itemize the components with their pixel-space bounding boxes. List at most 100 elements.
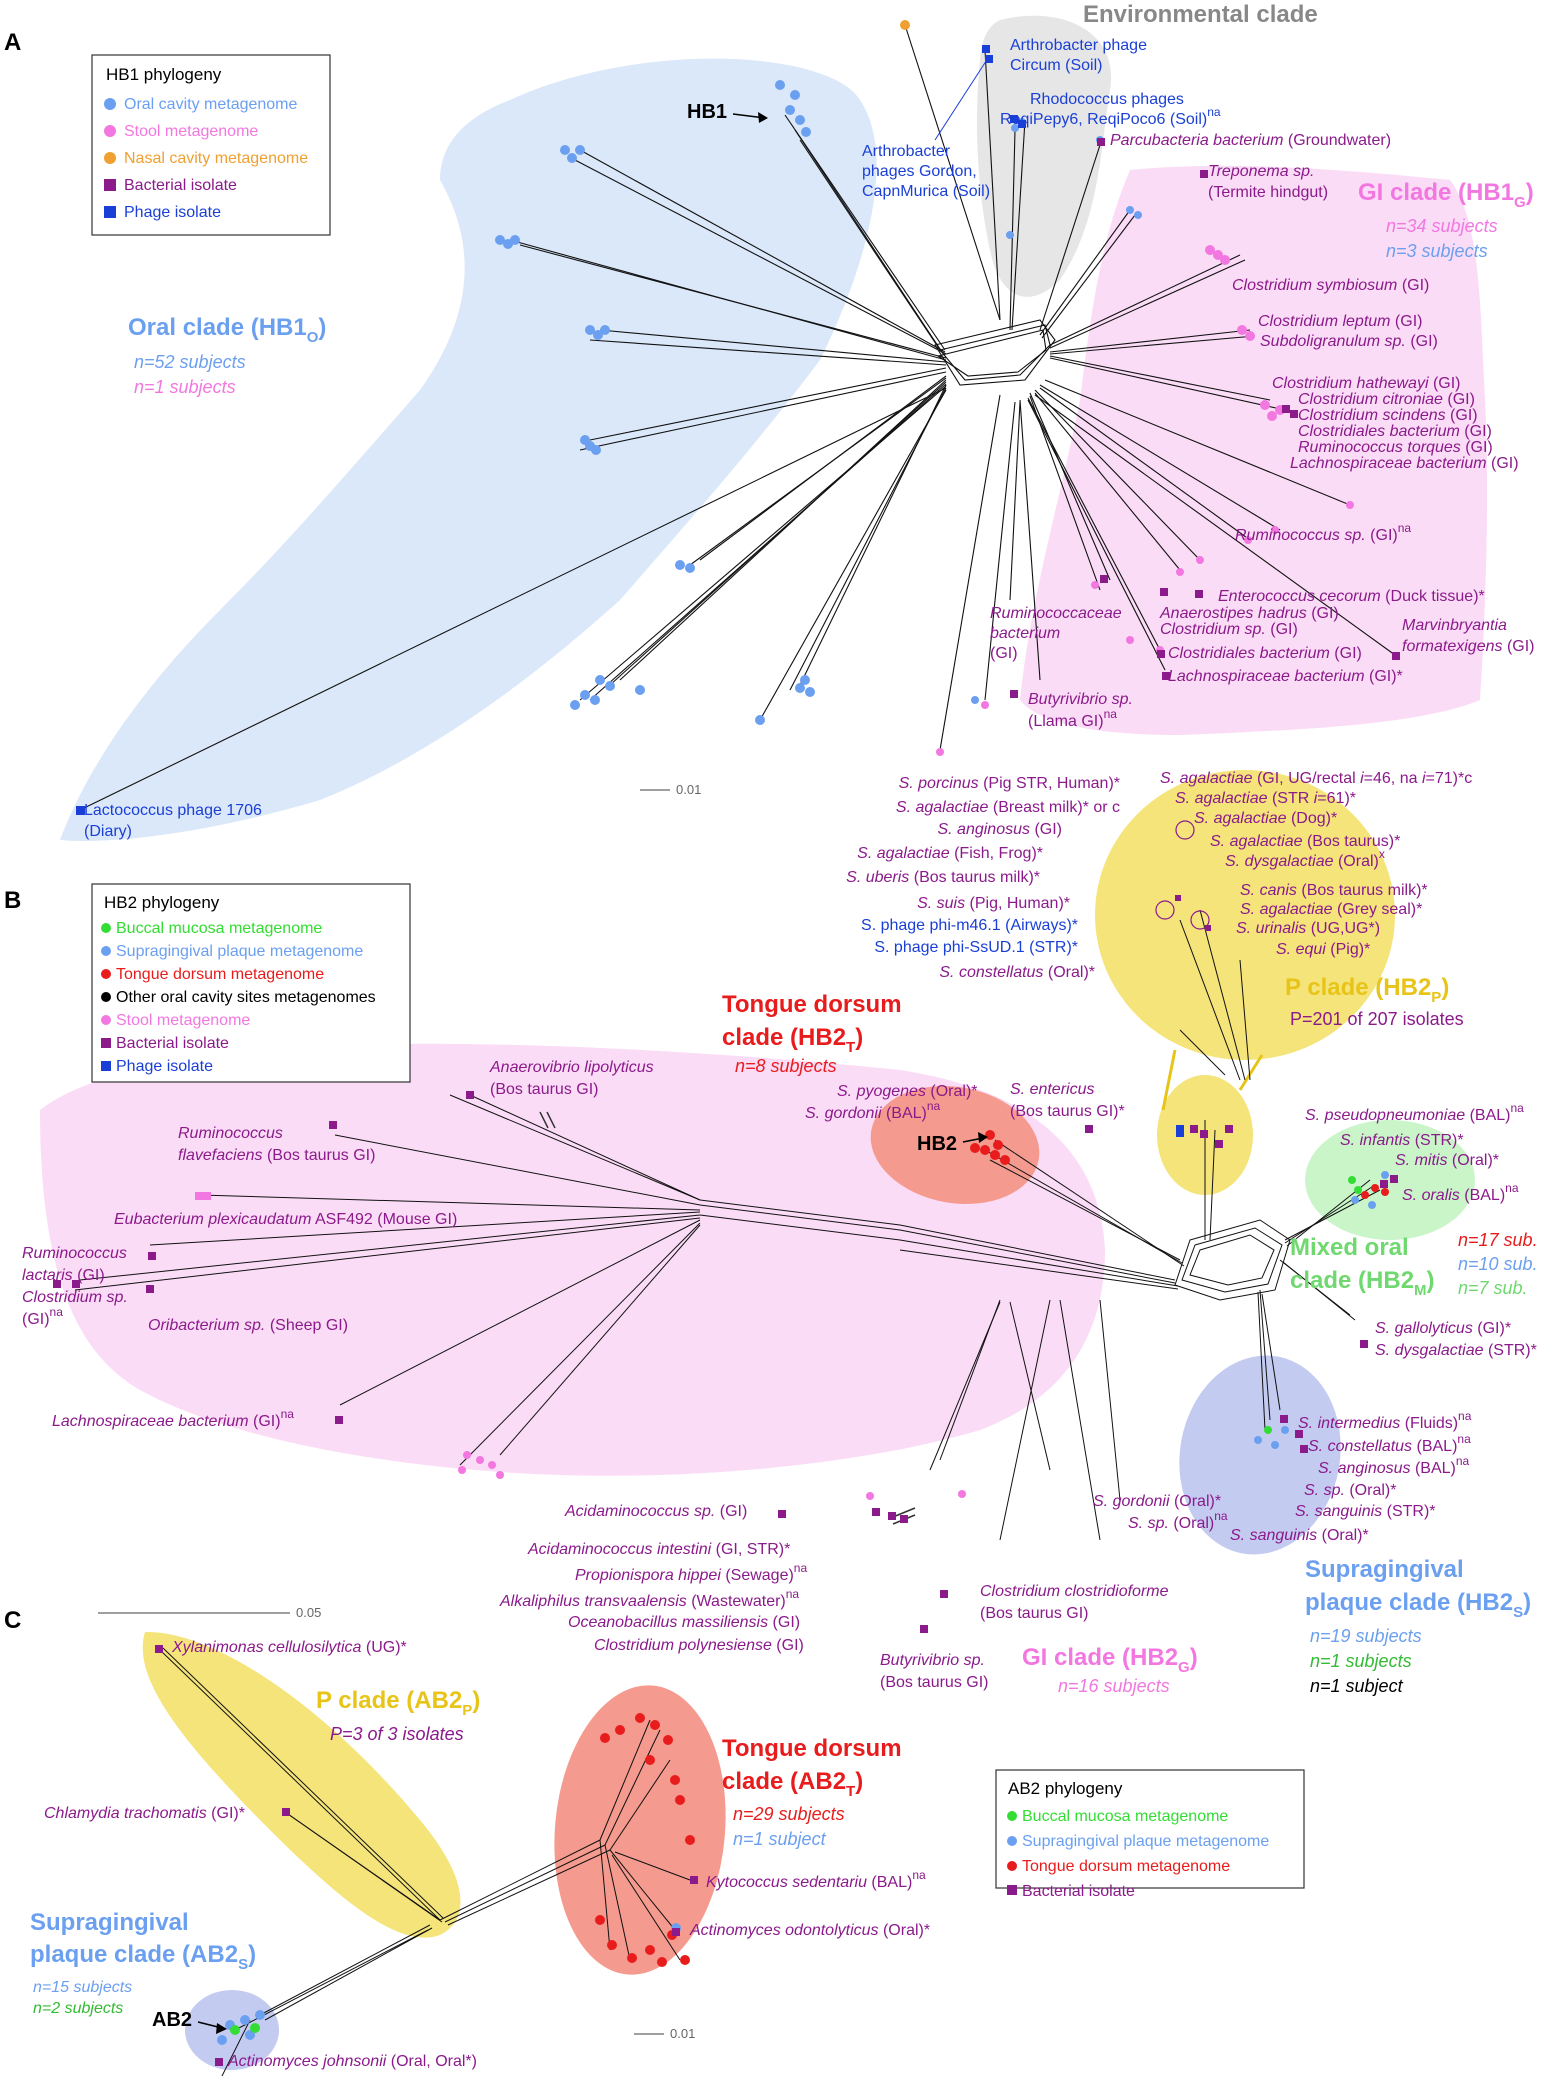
legend-hb2-tongue: Tongue dorsum metagenome bbox=[116, 966, 324, 983]
hb2-label-s-sanguinis-oral: S. sanguinis (Oral)* bbox=[1230, 1527, 1369, 1544]
hb1-isolate-squares bbox=[1010, 138, 1400, 698]
hb2-phage-square bbox=[1176, 1125, 1184, 1137]
legend-ab2-isolate-marker bbox=[1007, 1885, 1017, 1895]
hb2-label-s-phage-ssud: S. phage phi-SsUD.1 (STR)* bbox=[874, 939, 1078, 956]
hb1-oral-clade-region bbox=[60, 58, 877, 841]
ab2-isolate-squares bbox=[155, 1645, 698, 2066]
hb2-break-mark-3 bbox=[892, 1507, 916, 1518]
hb2-mixed-n3: n=7 sub. bbox=[1458, 1278, 1528, 1298]
hb1-label-parcubacteria: Parcubacteria bacterium (Groundwater) bbox=[1110, 132, 1391, 149]
legend-hb1-isolate-marker bbox=[104, 179, 116, 191]
hb1-marker: HB1 bbox=[687, 101, 727, 123]
ab2-label-chlamydia: Chlamydia trachomatis (GI)* bbox=[44, 1805, 245, 1822]
ab2-label-kytococcus: Kytococcus sedentariu (BAL)na bbox=[706, 1868, 926, 1891]
hb2-label-s-sanguinis-str: S. sanguinis (STR)* bbox=[1295, 1503, 1436, 1520]
hb2-label-s-uberis: S. uberis (Bos taurus milk)* bbox=[846, 869, 1040, 886]
hb2-p-n: P=201 of 207 isolates bbox=[1290, 1009, 1464, 1029]
hb2-zoom-circle-1 bbox=[1175, 820, 1195, 840]
legend-hb1-isolate: Bacterial isolate bbox=[124, 177, 237, 194]
hb2-zoom-circle-3 bbox=[1190, 910, 1210, 930]
legend-hb1-nasal: Nasal cavity metagenome bbox=[124, 150, 308, 167]
hb2-label-s-anginosus-gi: S. anginosus (GI) bbox=[937, 821, 1062, 838]
hb2-label-s-oralis: S. oralis (BAL)na bbox=[1402, 1181, 1519, 1204]
hb1-label-c-scindens: Clostridium scindens (GI) bbox=[1298, 407, 1478, 424]
hb1-environmental-clade-region bbox=[977, 15, 1112, 297]
hb2-label-s-agalactiae-gi: S. agalactiae (GI, UG/rectal i=46, na i=… bbox=[1160, 770, 1472, 787]
hb2-label-s-dysgalactiae-oral: S. dysgalactiae (Oral)x bbox=[1225, 847, 1385, 870]
hb2-label-s-porcinus: S. porcinus (Pig STR, Human)* bbox=[899, 775, 1120, 792]
hb1-label-c-citroniae: Clostridium citroniae (GI) bbox=[1298, 391, 1475, 408]
hb2-label-s-sp-oral: S. sp. (Oral)* bbox=[1304, 1482, 1396, 1499]
legend-hb2-buccal: Buccal mucosa metagenome bbox=[116, 920, 322, 937]
hb2-label-lachnospiraceae: Lachnospiraceae bacterium (GI)na bbox=[52, 1407, 294, 1430]
hb1-environmental-clade-title: Environmental clade bbox=[1083, 1, 1318, 28]
legend-hb2-isolate: Bacterial isolate bbox=[116, 1035, 229, 1052]
hb2-scale-label: 0.05 bbox=[296, 1605, 321, 1620]
hb1-phage-squares bbox=[76, 45, 1026, 815]
hb1-oral-n1: n=52 subjects bbox=[134, 352, 246, 372]
hb2-buccal-dots bbox=[1264, 1176, 1362, 1434]
hb2-label-oribacterium: Oribacterium sp. (Sheep GI) bbox=[148, 1317, 348, 1334]
panel-label-a: A bbox=[4, 29, 21, 56]
hb2-label-s-anginosus-bal: S. anginosus (BAL)na bbox=[1318, 1454, 1470, 1477]
hb1-label-lachnospiraceae-2: Lachnospiraceae bacterium (GI)* bbox=[1168, 668, 1403, 685]
hb2-label-a-intestini: Acidaminococcus intestini (GI, STR)* bbox=[527, 1541, 790, 1558]
ab2-tongue-clade-region bbox=[554, 1685, 726, 1975]
hb2-label-s-gordonii-bal: S. gordonii (BAL)na bbox=[805, 1099, 941, 1122]
legend-ab2-tongue: Tongue dorsum metagenome bbox=[1022, 1858, 1230, 1875]
hb2-label-s-urinalis: S. urinalis (UG,UG*) bbox=[1236, 920, 1380, 937]
hb2-label-s-sp-oral-2: S. sp. (Oral)na bbox=[1128, 1509, 1228, 1532]
hb1-label-butyrivibrio: Butyrivibrio sp.(Llama GI)na bbox=[1028, 691, 1133, 730]
panel-label-c: C bbox=[4, 1607, 21, 1634]
hb2-stool-dots bbox=[195, 1192, 966, 1500]
legend-hb1-stool: Stool metagenome bbox=[124, 123, 258, 140]
hb2-break-mark-2 bbox=[546, 1111, 556, 1129]
hb2-label-s-gordonii-oral: S. gordonii (Oral)* bbox=[1093, 1493, 1221, 1510]
hb2-label-s-equi: S. equi (Pig)* bbox=[1276, 941, 1370, 958]
hb1-gi-clade-region bbox=[1020, 165, 1488, 736]
legend-hb1-stool-marker bbox=[104, 125, 116, 137]
panel-label-b: B bbox=[4, 887, 21, 914]
hb2-p-clade-zoom-region bbox=[1095, 770, 1395, 1060]
hb1-gi-n2: n=3 subjects bbox=[1386, 241, 1488, 261]
hb1-oral-clade-title: Oral clade (HB1O) bbox=[128, 314, 326, 346]
legend-hb1-title: HB1 phylogeny bbox=[106, 65, 222, 84]
hb1-scale-label: 0.01 bbox=[676, 782, 701, 797]
hb1-label-subdoligranulum: Subdoligranulum sp. (GI) bbox=[1260, 333, 1438, 350]
hb2-zoom-line-left bbox=[1161, 1049, 1177, 1111]
hb2-supra-n1: n=19 subjects bbox=[1310, 1626, 1422, 1646]
hb1-label-c-symbiosum: Clostridium symbiosum (GI) bbox=[1232, 277, 1429, 294]
hb2-label-s-agalactiae-breast: S. agalactiae (Breast milk)* or c bbox=[896, 799, 1120, 816]
hb2-isolate-squares bbox=[53, 895, 1398, 1633]
hb1-label-lachnospiraceae: Lachnospiraceae bacterium (GI) bbox=[1290, 455, 1519, 472]
hb2-label-s-entericus: S. entericus(Bos taurus GI)* bbox=[1010, 1081, 1125, 1120]
hb1-label-clostridium-sp: Clostridium sp. (GI) bbox=[1160, 621, 1298, 638]
ab2-label-xylanimonas: Xylanimonas cellulosilytica (UG)* bbox=[171, 1639, 407, 1656]
hb1-phage-connector bbox=[934, 54, 991, 141]
hb2-label-propionispora: Propionispora hippei (Sewage)na bbox=[575, 1561, 807, 1584]
hb1-label-c-hathewayi: Clostridium hathewayi (GI) bbox=[1272, 375, 1461, 392]
legend-hb2-phage: Phage isolate bbox=[116, 1058, 213, 1075]
hb1-label-clostridiales-2: Clostridiales bacterium (GI) bbox=[1168, 645, 1362, 662]
hb2-mixed-n1: n=17 sub. bbox=[1458, 1230, 1538, 1250]
legend-hb2-tongue-marker bbox=[101, 969, 111, 979]
hb1-label-ruminococcus-sp: Ruminococcus sp. (GI)na bbox=[1235, 521, 1411, 544]
ab2-tongue-n2: n=1 subject bbox=[733, 1829, 827, 1849]
hb1-label-treponema: Treponema sp.(Termite hindgut) bbox=[1208, 163, 1328, 201]
ab2-p-n: P=3 of 3 isolates bbox=[330, 1724, 464, 1744]
hb2-p-clade-title: P clade (HB2P) bbox=[1285, 974, 1449, 1006]
legend-ab2-buccal-marker bbox=[1007, 1811, 1017, 1821]
hb2-label-s-suis: S. suis (Pig, Human)* bbox=[917, 895, 1070, 912]
legend-hb2-supra: Supragingival plaque metagenome bbox=[116, 943, 363, 960]
hb2-label-acidaminococcus-sp: Acidaminococcus sp. (GI) bbox=[564, 1503, 747, 1520]
hb1-nasal-dot bbox=[900, 20, 910, 30]
ab2-supra-n2: n=2 subjects bbox=[33, 2000, 123, 2017]
legend-ab2-tongue-marker bbox=[1007, 1861, 1017, 1871]
legend-hb1-phage-marker bbox=[104, 206, 116, 218]
ab2-tongue-n1: n=29 subjects bbox=[733, 1804, 845, 1824]
